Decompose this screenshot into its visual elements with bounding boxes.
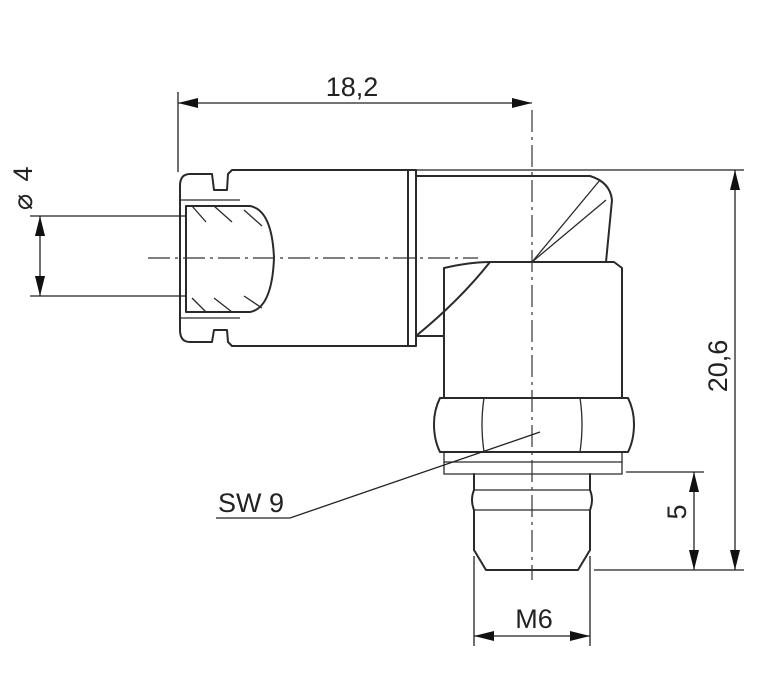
dimension-top-width: 18,2	[177, 72, 532, 172]
diameter-symbol: ⌀	[8, 194, 38, 210]
vertical-body	[415, 261, 623, 399]
elbow-fitting-body	[179, 169, 623, 399]
top-width-label: 18,2	[326, 72, 379, 102]
collet-ring	[179, 169, 409, 347]
dimension-thread: M6	[473, 556, 591, 646]
dimension-thread-length: 5	[626, 471, 704, 570]
wrench-size-label: SW 9	[218, 488, 284, 518]
body-band	[407, 169, 417, 347]
thread-length-label: 5	[662, 504, 692, 519]
total-height-label: 20,6	[703, 340, 733, 393]
dimension-tube-diameter: ⌀ 4	[8, 166, 186, 297]
leader-wrench-size: SW 9	[216, 431, 541, 519]
tube-seat	[185, 205, 275, 313]
hex-nut	[433, 397, 635, 475]
dimension-total-height: 20,6	[416, 169, 744, 571]
thread-label: M6	[515, 604, 553, 634]
tube-diameter-label: 4	[8, 166, 38, 181]
elbow-shoulder	[415, 175, 613, 263]
